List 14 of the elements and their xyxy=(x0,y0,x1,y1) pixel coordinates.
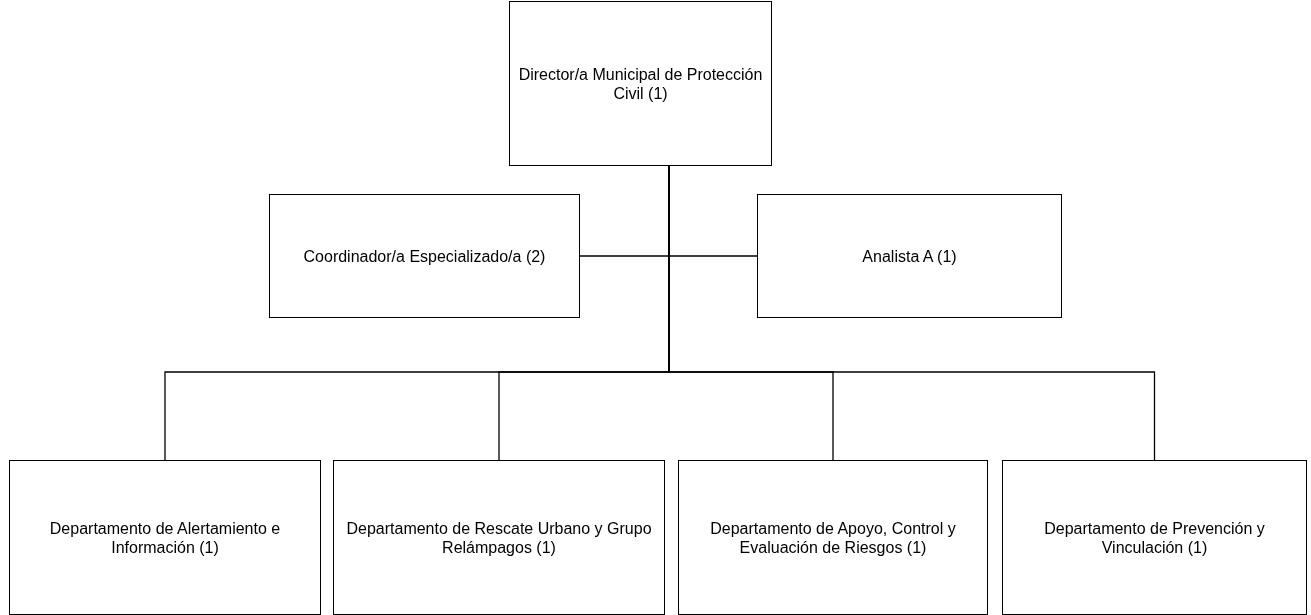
department-box xyxy=(678,460,988,615)
department-box xyxy=(1002,460,1307,615)
position-title: Coordinador/a Especializado/a (2) xyxy=(303,246,546,266)
position-box xyxy=(757,194,1062,318)
position-title: Director/a Municipal de Protección Civil (1) xyxy=(518,64,763,103)
position-title: Departamento de Alertamiento e Información (1) xyxy=(48,518,282,557)
position-title: Departamento de Prevención y Vinculación (1) xyxy=(1043,518,1266,557)
position-box xyxy=(269,194,580,318)
department-box xyxy=(9,460,321,615)
position-title: Departamento de Rescate Urbano y Grupo Relámpagos (1) xyxy=(345,518,653,557)
position-title: Departamento de Apoyo, Control y Evaluación de Riesgos (1) xyxy=(709,518,957,557)
department-box xyxy=(333,460,665,615)
position-title: Analista A (1) xyxy=(862,246,957,266)
director-box xyxy=(509,1,772,166)
